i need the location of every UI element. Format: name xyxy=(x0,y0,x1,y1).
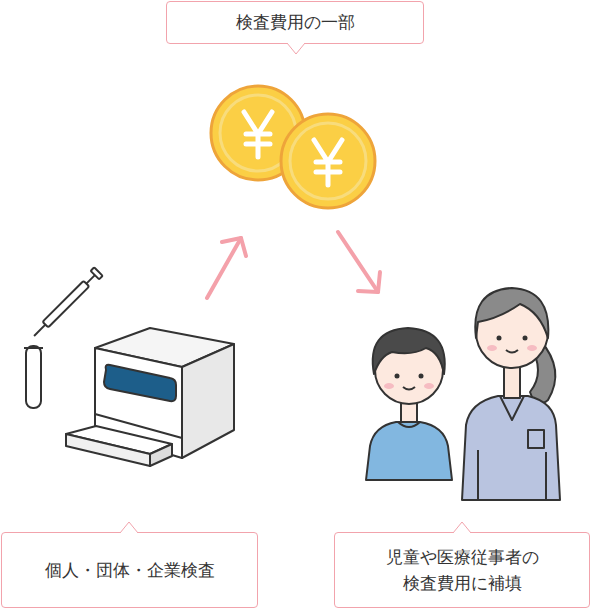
hair xyxy=(373,328,445,374)
yen-symbol xyxy=(244,112,272,157)
tray-side xyxy=(150,444,172,466)
machine-window xyxy=(104,365,176,401)
callout-tail xyxy=(452,519,472,535)
flow-arrows xyxy=(207,232,380,298)
test-machine xyxy=(66,328,234,466)
blush xyxy=(527,345,537,351)
callout-box: 児童や医療従事者の 検査費用に補填 xyxy=(334,532,590,608)
pipette-tip xyxy=(34,325,45,336)
eye xyxy=(523,336,528,341)
arm-line xyxy=(477,450,479,500)
pipette-body xyxy=(43,281,90,328)
pipette-rod xyxy=(86,275,94,283)
arrow-head xyxy=(358,272,380,292)
arrow-head xyxy=(222,238,246,256)
callout-tail xyxy=(286,41,306,57)
hair xyxy=(475,288,548,338)
scrubs xyxy=(462,396,560,500)
blush xyxy=(487,345,497,351)
eye xyxy=(395,374,400,379)
blush xyxy=(424,383,434,389)
coin-ring xyxy=(290,123,366,199)
arrow-shaft xyxy=(207,238,241,298)
callout-box: 検査費用の一部 xyxy=(166,1,424,44)
tube-rim xyxy=(24,347,43,349)
machine-side xyxy=(182,344,234,458)
coins xyxy=(211,86,375,208)
pocket xyxy=(528,430,544,448)
smile xyxy=(403,387,415,390)
nurse-figure xyxy=(462,288,560,500)
test-tube xyxy=(26,346,41,408)
tail-outline xyxy=(120,522,138,533)
callout-tail xyxy=(119,519,139,535)
blush xyxy=(384,383,394,389)
smile xyxy=(506,350,518,353)
pipette xyxy=(30,267,103,340)
arm-line xyxy=(545,452,547,500)
callout-text: 検査費用の一部 xyxy=(236,9,355,35)
lab-tools xyxy=(24,267,103,408)
callout-text: 個人・団体・企業検査 xyxy=(45,557,215,583)
v-neck xyxy=(500,396,524,420)
coin xyxy=(281,114,375,208)
eye xyxy=(497,336,502,341)
shirt xyxy=(366,422,452,480)
eye xyxy=(419,374,424,379)
tail-outline xyxy=(453,522,471,533)
callout-box: 個人・団体・企業検査 xyxy=(1,532,258,608)
text-holder: 検査費用の一部 xyxy=(236,9,355,35)
child-figure xyxy=(366,328,452,480)
tail-outline xyxy=(287,43,305,54)
text-holder: 個人・団体・企業検査 xyxy=(45,557,215,583)
pipette-knob xyxy=(91,267,103,279)
arrow-shaft xyxy=(338,232,378,292)
yen-symbol xyxy=(314,140,342,185)
tray-front xyxy=(66,434,150,466)
text-holder: 児童や医療従事者の 検査費用に補填 xyxy=(380,544,543,597)
callout-text: 児童や医療従事者の 検査費用に補填 xyxy=(380,544,543,597)
